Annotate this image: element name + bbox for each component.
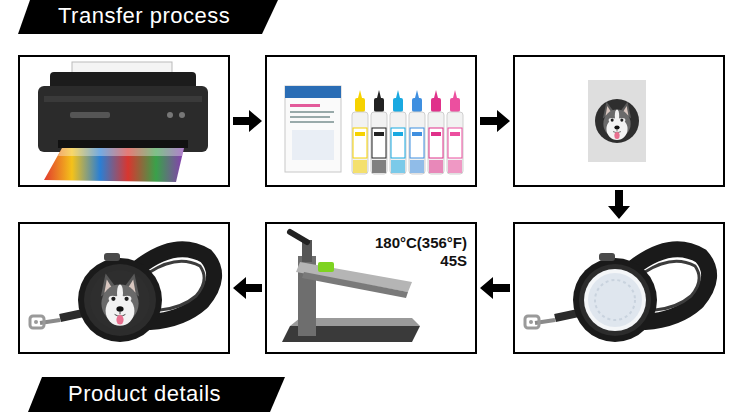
ink-bottle <box>428 90 444 174</box>
flow-arrow <box>233 110 262 132</box>
setting-group: 180°C(356°F)45S <box>375 234 467 270</box>
setting-text: 180°C(356°F) <box>375 234 467 252</box>
flow-arrow <box>608 190 630 219</box>
printer-illustration <box>38 62 208 182</box>
flow-arrow <box>480 277 510 299</box>
flow-arrow <box>233 277 262 299</box>
banner-shape <box>28 377 285 412</box>
ink-bottle <box>352 90 368 174</box>
flow-arrow <box>480 110 510 132</box>
process-box <box>18 55 230 187</box>
transfer-paper-illustration <box>588 80 646 162</box>
leash-with-sheet-illustration <box>525 249 709 342</box>
banner-shape <box>18 0 278 34</box>
process-box <box>18 222 230 354</box>
paper-and-ink-illustration <box>285 86 463 174</box>
section-heading: Product details <box>68 380 221 408</box>
finished-leash-illustration <box>30 249 214 342</box>
ink-bottle <box>390 90 406 174</box>
setting-text: 45S <box>375 252 467 270</box>
process-box <box>513 55 725 187</box>
process-box <box>265 55 477 187</box>
section-title: Transfer process <box>58 2 230 30</box>
ink-bottle <box>371 90 387 174</box>
ink-bottle <box>409 90 425 174</box>
process-box <box>513 222 725 354</box>
process-box: 180°C(356°F)45S <box>265 222 477 354</box>
ink-bottle <box>447 90 463 174</box>
